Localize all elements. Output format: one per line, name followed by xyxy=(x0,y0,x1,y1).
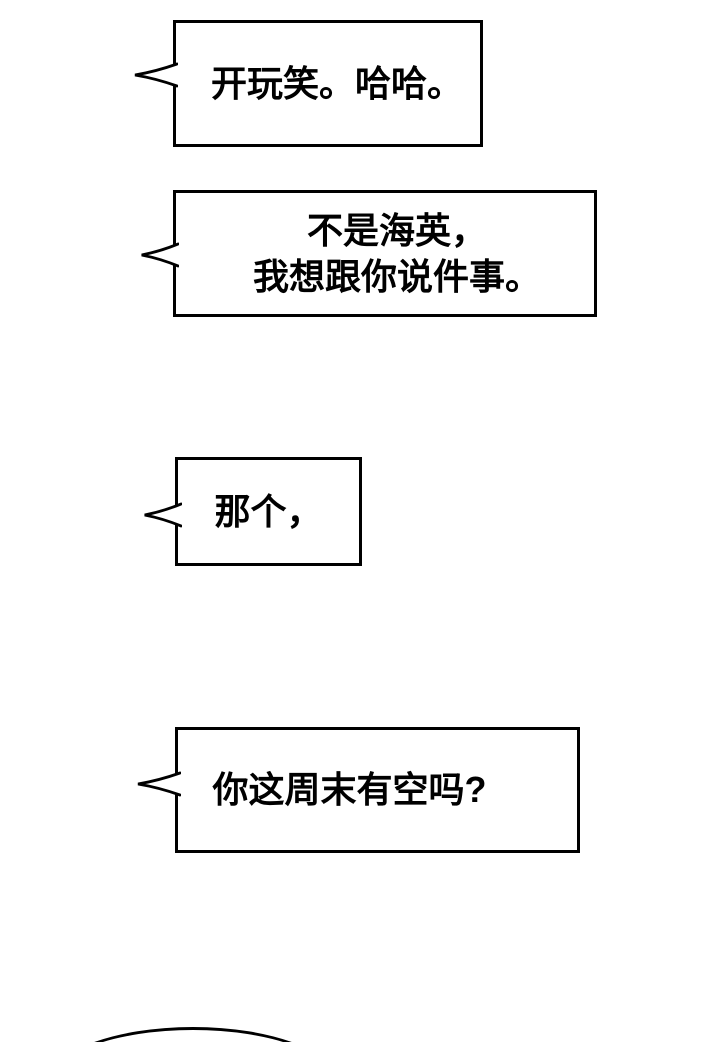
speech-tail-icon xyxy=(141,242,179,268)
speech-bubble-4: 你这周末有空吗? xyxy=(137,727,580,853)
speech-tail-icon xyxy=(144,502,182,528)
speech-text: 你这周末有空吗? xyxy=(212,769,487,810)
partial-speech-bubble-arc xyxy=(48,1027,338,1042)
speech-text: 我想跟你说件事。 xyxy=(252,255,541,297)
speech-tail-icon xyxy=(137,771,181,797)
speech-text: 开玩笑。哈哈。 xyxy=(210,62,463,104)
speech-bubble-3: 那个， xyxy=(144,457,362,566)
speech-bubble-1: 开玩笑。哈哈。 xyxy=(134,20,483,147)
speech-text: 那个， xyxy=(214,490,323,532)
speech-bubble-2: 不是海英， 我想跟你说件事。 xyxy=(141,190,597,317)
speech-text: 不是海英， xyxy=(306,209,487,251)
speech-tail-icon xyxy=(134,62,178,88)
